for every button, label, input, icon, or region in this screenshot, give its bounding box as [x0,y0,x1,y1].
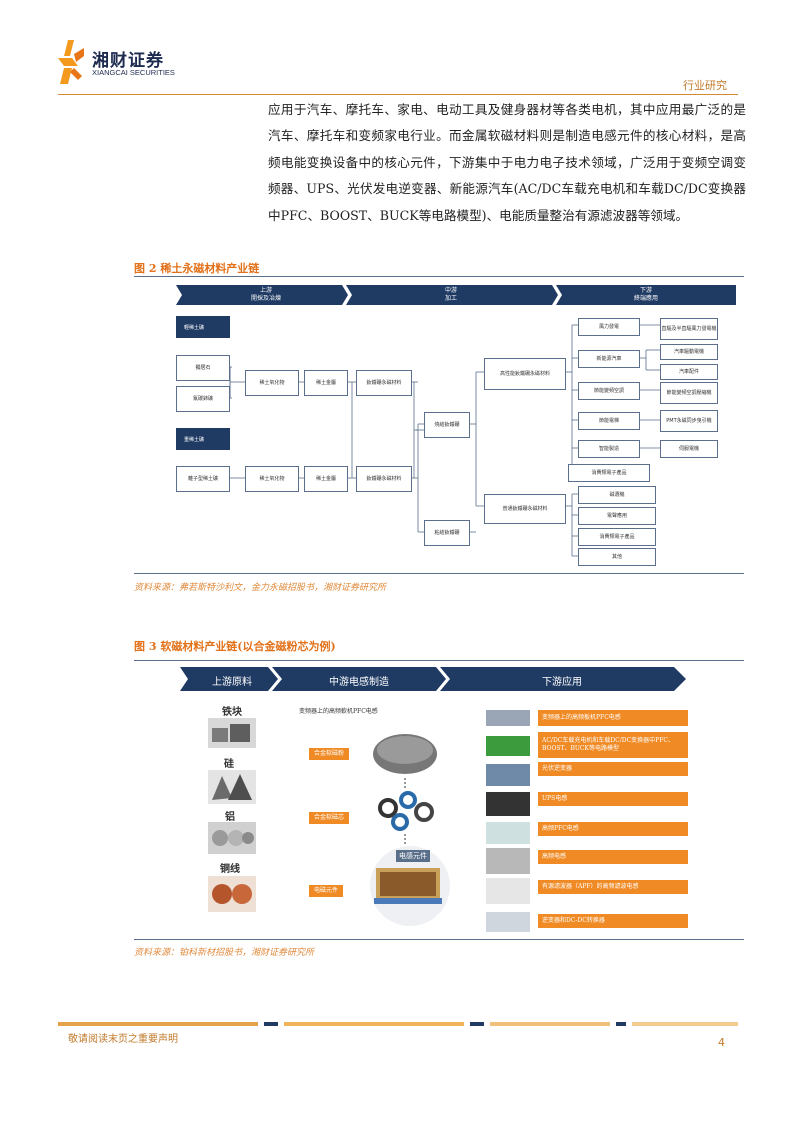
application-icons [486,710,530,932]
iron-block-icon [208,718,256,748]
detail-wind-generator: 直驅及半直驅風力發電機 [660,318,718,340]
header-divider [58,94,738,95]
page-number: 4 [718,1036,725,1049]
bonded-ndfeb-box: 粘結釹鐵硼 [424,520,470,546]
normal-ndfeb-box: 普通釹鐵硼永磁材料 [484,494,566,524]
re-metal-box-1: 稀土金屬 [304,370,348,396]
figure2-top-rule [134,276,744,277]
figure2-source: 资料来源：弗若斯特沙利文，金力永磁招股书，湘财证券研究所 [134,583,387,593]
figure2-bottom-rule [134,573,744,574]
detail-servo-motor: 伺服電機 [660,440,718,458]
stage-inductor-mfg: 中游电感制造 [329,677,389,688]
inductor-process-illustration [370,734,450,926]
stage-downstream-app: 下游应用 [542,677,582,688]
re-oxide-box-1: 稀土氧化物 [245,370,299,396]
heavy-rare-earth-box: 重稀土礦 [176,428,230,450]
re-metal-box-2: 稀土金屬 [304,466,348,492]
detail-drive-motor: 汽車驅動電機 [660,344,718,360]
stage-bar-shape [176,285,736,305]
brand-name-en: XIANGCAI SECURITIES [92,68,175,77]
high-perf-ndfeb-box: 高性能釹鐵硼永磁材料 [484,358,566,390]
material-copper-label: 铜线 [220,864,240,875]
ndfeb-magnet-box: 釹鐵硼永磁材料 [356,370,412,396]
detail-traction-machine: PMT永磁同步曳引機 [660,410,718,432]
disclaimer-note: 敬请阅读末页之重要声明 [68,1034,178,1045]
app-magnetic-separator: 磁選機 [578,486,656,504]
app-vfd-pfc-inductor: 变频器上的高频板机PFC电感 [538,710,688,726]
figure2-connectors [229,324,660,557]
material-iron-label: 铁块 [222,707,242,718]
figure2-title: 图 2 稀土永磁材料产业链 [134,262,260,275]
material-silicon-label: 硅 [224,759,234,770]
figure3-bottom-rule [134,939,744,940]
app-smart-mfg: 智能製造 [578,440,640,458]
app-obc-dcdc: AC/DC车载充电机和车载DC/DC变换器中PFC、BOOST、BUCK等电路模… [538,732,688,758]
re-oxide-box-2: 稀土氧化物 [245,466,299,492]
detail-auto-parts: 汽車配件 [660,364,718,380]
tag-alloy-powder: 合金软磁粉 [309,748,350,760]
stage-midstream: 中游加工 [444,287,457,302]
app-consumer-elec: 消費類電子產品 [568,464,650,482]
figure3-title: 图 3 软磁材料产业链(以合金磁粉芯为例) [134,640,336,653]
app-apf-filter: 有源滤波器（APF）的高频滤波电感 [538,880,688,894]
app-nev: 新能源汽車 [578,350,640,368]
ndfeb-flake-box: 釹鐵硼永磁材料 [356,466,412,492]
app-consumer-elec-normal: 消費類電子產品 [578,528,656,546]
silicon-icon [208,770,256,804]
app-hf-pfc-inductor: 高频PFC电感 [538,822,688,836]
figure3-source: 资料来源：铂科新材招股书，湘财证券研究所 [134,948,315,958]
tag-em-component: 电磁元件 [309,885,344,897]
figure2-stage-bar: 上游開採及冶煉 中游加工 下游終端應用 [176,285,736,305]
app-hf-inductor: 高频电感 [538,850,688,864]
footer-divider [58,1022,738,1026]
app-wind-power: 風力發電 [578,318,640,336]
sintered-ndfeb-box: 燒結釹鐵硼 [424,412,470,438]
app-ups-inductor: UPS电感 [538,792,688,806]
app-pv-inverter: 光伏逆变器 [538,762,688,776]
report-category: 行业研究 [683,79,727,92]
body-paragraph: 应用于汽车、摩托车、家电、电动工具及健身器材等各类电机，其中应用最广泛的是汽车、… [268,102,746,223]
aluminum-icon [208,822,256,854]
material-aluminum-label: 铝 [225,812,235,823]
detail-compressor: 節能變頻空調壓縮機 [660,382,718,404]
company-logo-icon [58,40,84,84]
inductor-label: 电感元件 [396,850,430,862]
bastnaesite-box: 氟碳鈰礦 [176,386,230,412]
brand-name-cn: 湘财证券 [92,51,164,71]
tag-alloy-core: 合金软磁芯 [309,812,350,824]
ion-clay-box: 離子型稀土礦 [176,466,230,492]
monazite-box: 獨居石 [176,355,230,381]
figure3-stage-bar [180,667,686,691]
stage-downstream: 下游終端應用 [633,287,658,302]
app-other: 其他 [578,548,656,566]
app-acoustic: 電聲應用 [578,507,656,525]
app-elevator: 節能電梯 [578,412,640,430]
app-inverter-dcdc: 逆变器和DC-DC转换器 [538,914,688,928]
stage-raw-material: 上游原料 [212,677,252,688]
app-inverter-ac: 節能變頻空調 [578,382,640,400]
light-rare-earth-box: 輕稀土礦 [176,316,230,338]
copper-wire-icon [208,876,256,912]
mid-caption: 变频器上的高频軟机PFC电感 [299,708,378,715]
stage-upstream: 上游開採及冶煉 [250,287,281,302]
figure3-top-rule [134,660,744,661]
